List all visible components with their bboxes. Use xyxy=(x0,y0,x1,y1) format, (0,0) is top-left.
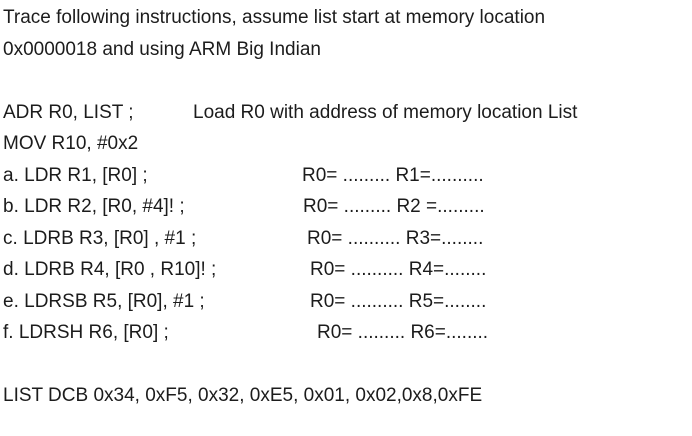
adr-comment: Load R0 with address of memory location … xyxy=(193,101,578,123)
instruction-row-c: c. LDRB R3, [R0] , #1 ; R0= .......... R3… xyxy=(3,223,692,255)
intro-line-1: Trace following instructions, assume lis… xyxy=(3,7,546,28)
instruction-code: LDRB R4, [R0 , R10]! ; xyxy=(24,259,217,280)
register-blanks: R0= ......... R2 =......... xyxy=(303,196,485,217)
blank-line xyxy=(3,65,692,97)
instruction-row-e: e. LDRSB R5, [R0], #1 ; R0= .......... R5… xyxy=(3,286,692,318)
register-blanks: R0= ......... R1=.......... xyxy=(302,164,484,186)
instruction-row-b: b. LDR R2, [R0, #4]! ; R0= ......... R2 =… xyxy=(3,191,692,223)
list-dcb-line: LIST DCB 0x34, 0xF5, 0x32, 0xE5, 0x01, 0… xyxy=(3,385,483,406)
instruction-code: LDRSH R6, [R0] ; xyxy=(18,322,169,343)
instruction-code: LDR R2, [R0, #4]! ; xyxy=(24,196,185,217)
register-blanks: R0= .......... R5=........ xyxy=(310,290,487,312)
register-blanks: R0= .......... R4=........ xyxy=(310,259,487,280)
instruction-label: a. xyxy=(3,164,19,186)
instruction-label: b. xyxy=(3,196,19,217)
register-blanks: R0= .......... R3=........ xyxy=(307,227,484,249)
instruction-code: LDRB R3, [R0] , #1 ; xyxy=(23,227,197,249)
instruction-label: d. xyxy=(3,259,19,280)
instruction-row-f: f. LDRSH R6, [R0] ; R0= ......... R6=....… xyxy=(3,317,692,349)
setup-row-adr: ADR R0, LIST ; Load R0 with address of me… xyxy=(3,97,692,129)
instruction-label: f. xyxy=(3,322,14,343)
register-blanks: R0= ......... R6=........ xyxy=(317,322,489,343)
instruction-label: c. xyxy=(3,227,18,249)
instruction-code: LDR R1, [R0] ; xyxy=(24,164,148,186)
setup-row-mov: MOV R10, #0x2 xyxy=(3,133,139,154)
instruction-label: e. xyxy=(3,290,19,312)
adr-code: ADR R0, LIST ; xyxy=(3,101,134,123)
instruction-row-d: d. LDRB R4, [R0 , R10]! ; R0= .......... … xyxy=(3,254,692,286)
instruction-code: LDRSB R5, [R0], #1 ; xyxy=(24,290,205,312)
blank-line xyxy=(3,349,692,381)
intro-line-2: 0x0000018 and using ARM Big Indian xyxy=(3,38,321,60)
instruction-row-a: a. LDR R1, [R0] ; R0= ......... R1=......… xyxy=(3,160,692,192)
